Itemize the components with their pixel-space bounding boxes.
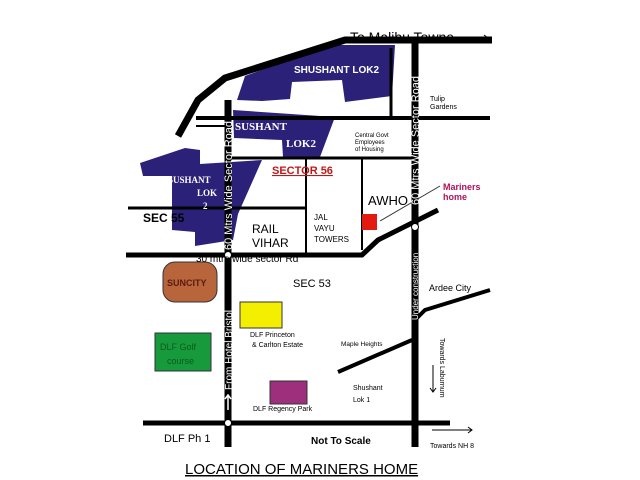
label-jal-vayu: JAL: [314, 213, 328, 222]
arrow-icon: [224, 393, 232, 410]
road-maple: [337, 338, 413, 374]
label-jal-vayu: VAYU: [314, 224, 335, 233]
label-sector-road-30m: 30 mtrs wide sector Rd: [196, 254, 298, 265]
area-sushant-lok2-mid: [233, 110, 335, 157]
label-sushant-left: 2: [203, 201, 208, 211]
label-sushant-mid: LOK2: [286, 138, 316, 150]
label-jal-vayu: TOWERS: [314, 235, 349, 244]
area-shushant-lok2-top: [237, 45, 395, 102]
label-shushant-lok1: Shushant: [353, 385, 383, 392]
label-sushant-mid: SUSHANT: [235, 121, 288, 133]
label-mariners-home: home: [443, 192, 467, 202]
label-hotel-bristol: From Hotel Bristol: [224, 310, 235, 390]
label-ardee-city: Ardee City: [429, 283, 472, 293]
label-under-construction: Under construction: [411, 253, 420, 320]
label-not-to-scale: Not To Scale: [311, 436, 371, 447]
label-towards-nh8: Towards NH 8: [430, 443, 474, 450]
area-suncity: [162, 261, 218, 303]
label-sushant-left: SUSHANT: [168, 175, 211, 185]
mariners-pointer: [379, 185, 441, 222]
label-suncity: SUNCITY: [167, 278, 207, 288]
junction-marker: [411, 223, 419, 231]
label-dlf-ph1: DLF Ph 1: [164, 433, 210, 445]
label-rail-vihar: VIHAR: [252, 236, 289, 250]
road-ardee: [413, 288, 491, 322]
label-sushant-left: LOK: [197, 188, 217, 198]
label-shushant-lok2-top: SHUSHANT LOK2: [294, 65, 379, 76]
junction-marker: [224, 251, 232, 259]
label-dlf-golf: DLF Golf: [160, 342, 197, 352]
label-tulip: Gardens: [430, 104, 457, 111]
junction-marker: [224, 419, 232, 427]
mariners-home-marker: [362, 214, 377, 230]
label-tulip: Tulip: [430, 96, 445, 103]
label-sector-road-right: 60 Mtrs Wide Sector Road: [410, 76, 422, 205]
arrow-icon: [429, 34, 489, 434]
label-maple-heights: Maple Heights: [341, 341, 383, 348]
map-title: LOCATION OF MARINERS HOME: [185, 461, 418, 478]
label-sector-road-left: 60 Mtrs Wide Sector Road: [223, 121, 235, 250]
area-dlf-golf: [154, 332, 212, 372]
label-central-govt: of Housing: [355, 147, 384, 153]
label-towards-laburnum: Towards Laburnum: [438, 338, 445, 398]
label-shushant-lok1: Lok 1: [353, 397, 370, 404]
area-dlf-regency: [269, 380, 308, 405]
label-sector-56: SECTOR 56: [272, 165, 333, 177]
label-dlf-golf: course: [167, 356, 194, 366]
label-awho: AWHO: [368, 193, 408, 208]
label-malibu: To Malibu Towne: [350, 29, 454, 45]
label-central-govt: Central Govt: [355, 133, 389, 139]
label-mariners-home: Mariners: [443, 182, 481, 192]
label-central-govt: Employees: [355, 140, 385, 146]
label-sec-53: SEC 53: [293, 278, 331, 290]
label-rail-vihar: RAIL: [252, 222, 279, 236]
label-dlf-regency: DLF Regency Park: [253, 406, 313, 413]
area-dlf-princeton: [239, 301, 283, 329]
label-sec-55: SEC 55: [143, 211, 185, 225]
road-curved-north: [174, 36, 492, 138]
label-dlf-princeton: DLF Princeton: [250, 332, 295, 339]
label-dlf-princeton: & Carlton Estate: [252, 342, 303, 349]
roads: [126, 36, 492, 447]
road-30m: [126, 207, 440, 258]
